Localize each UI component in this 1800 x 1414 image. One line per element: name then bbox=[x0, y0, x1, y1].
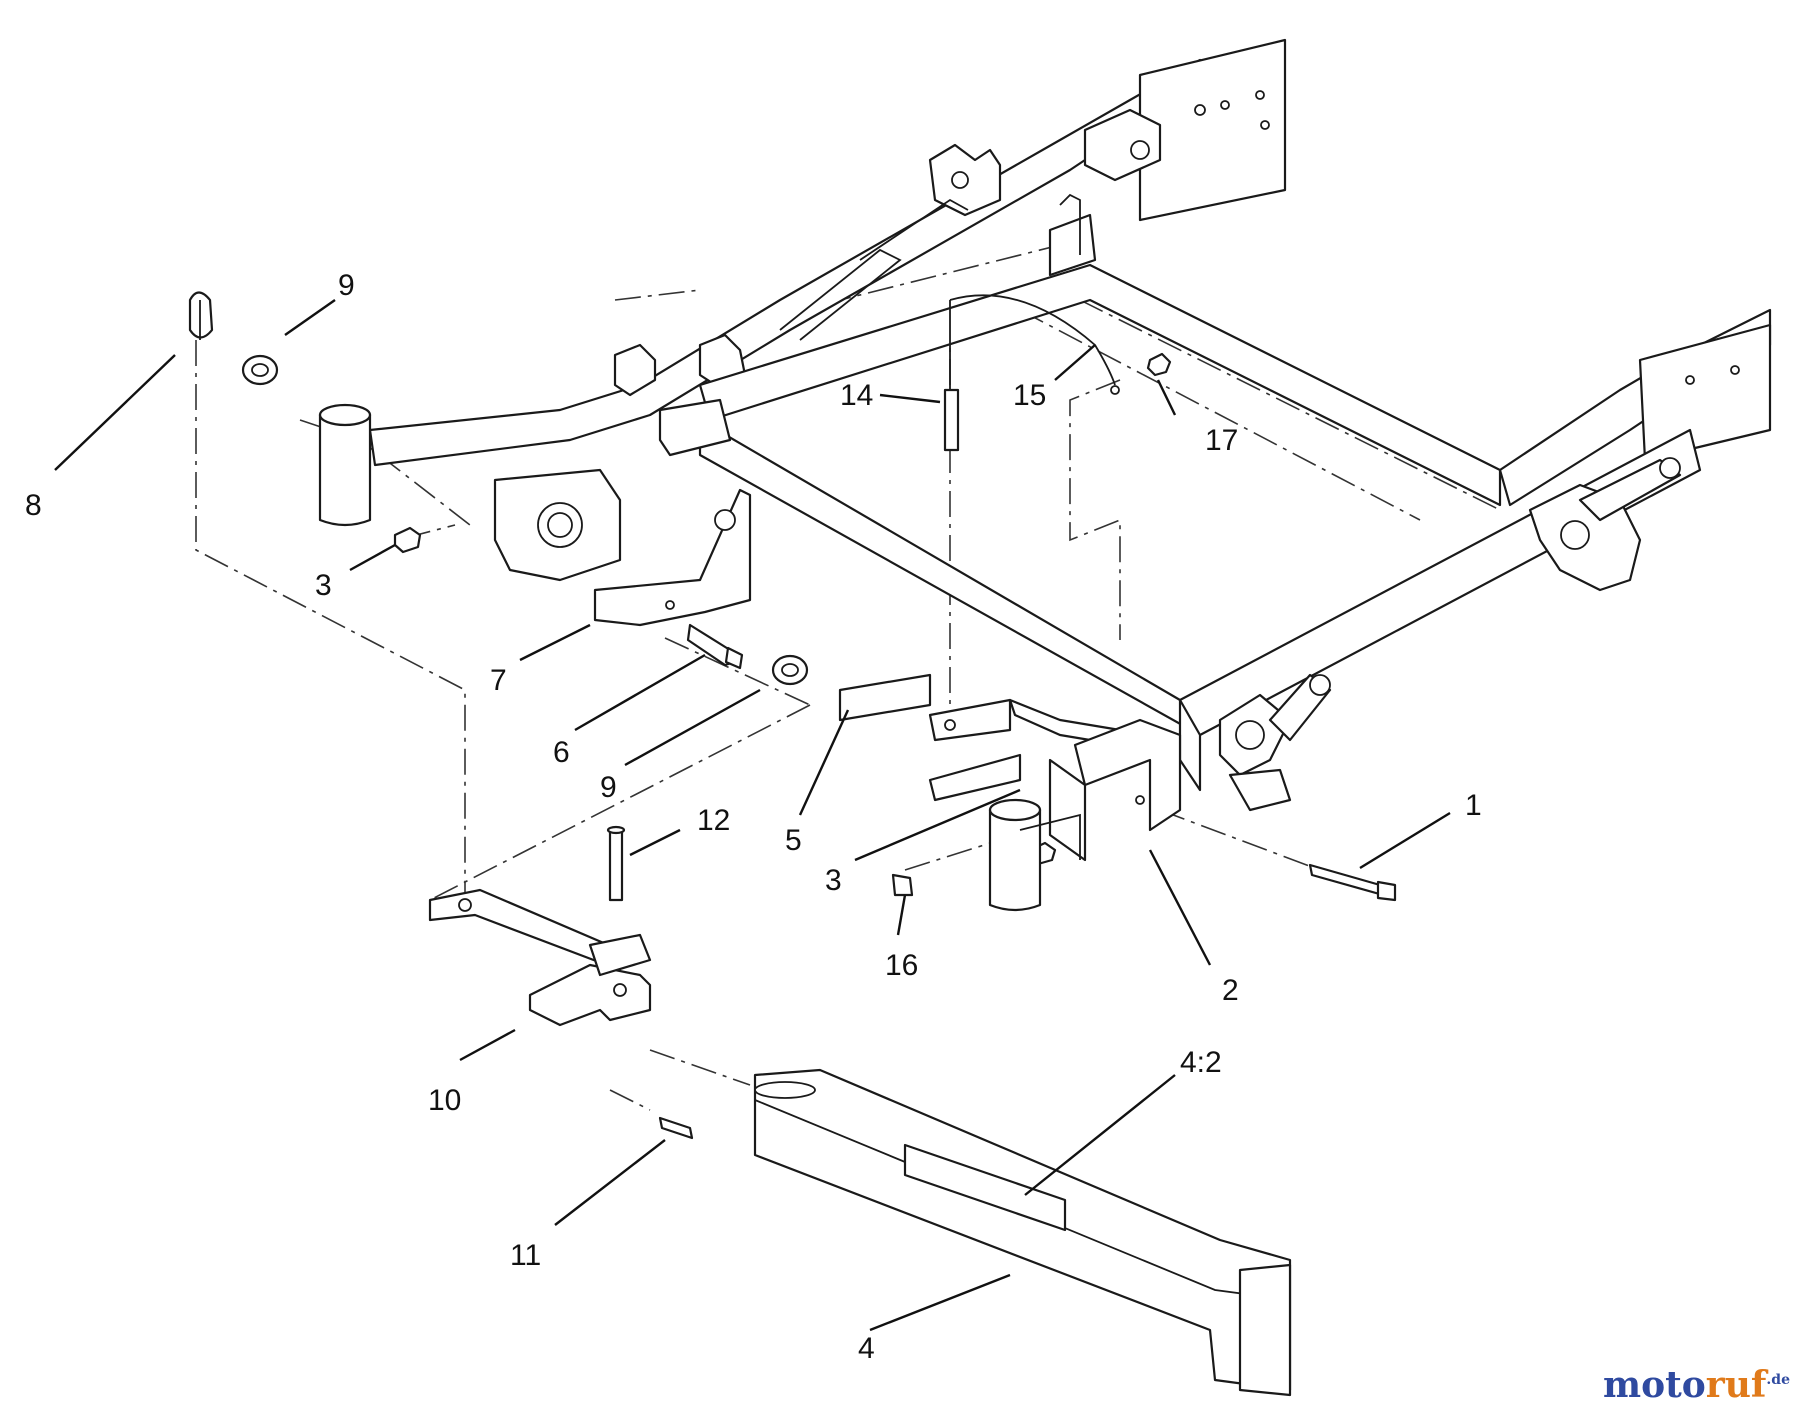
leader-lines bbox=[54, 299, 1451, 1332]
watermark-part-3: .de bbox=[1766, 1372, 1790, 1388]
callout-11: 11 bbox=[510, 1239, 541, 1272]
callout-15: 15 bbox=[1013, 379, 1046, 412]
callout-16: 16 bbox=[885, 949, 918, 982]
tractor-frame bbox=[368, 38, 1772, 812]
callout-6: 10 bbox=[428, 1084, 461, 1117]
callout-17: 17 bbox=[1205, 424, 1238, 457]
callout-10: 8 bbox=[25, 489, 42, 522]
callout-2: 2 bbox=[1222, 974, 1239, 1007]
left-pivot-assembly bbox=[318, 398, 752, 670]
left-hardware bbox=[188, 291, 809, 686]
watermark-part-1: moto bbox=[1603, 1364, 1706, 1406]
drawbar bbox=[753, 1068, 1292, 1397]
center-plates bbox=[838, 294, 1172, 866]
callout-14: 14 bbox=[840, 379, 873, 412]
site-watermark: motoruf.de bbox=[1603, 1364, 1790, 1406]
callout-12: 12 bbox=[697, 804, 730, 837]
callout-9-top: 9 bbox=[338, 269, 355, 302]
callout-7: 6 bbox=[553, 736, 570, 769]
callout-8: 7 bbox=[490, 664, 507, 697]
callout-4: 4 bbox=[858, 1332, 875, 1365]
callout-5: 5 bbox=[785, 824, 802, 857]
callout-4-2: 4:2 bbox=[1180, 1046, 1222, 1079]
callout-9-mid: 9 bbox=[600, 771, 617, 804]
callout-labels: 8 9 3 7 6 9 12 5 3 14 15 17 1 2 16 10 11… bbox=[25, 269, 1482, 1365]
callout-3-left: 3 bbox=[315, 569, 332, 602]
watermark-part-2: ruf bbox=[1705, 1364, 1767, 1406]
right-lower-assembly bbox=[891, 718, 1397, 912]
yoke-assembly bbox=[428, 825, 694, 1140]
callout-1: 1 bbox=[1465, 789, 1482, 822]
callout-3-center: 3 bbox=[825, 864, 842, 897]
